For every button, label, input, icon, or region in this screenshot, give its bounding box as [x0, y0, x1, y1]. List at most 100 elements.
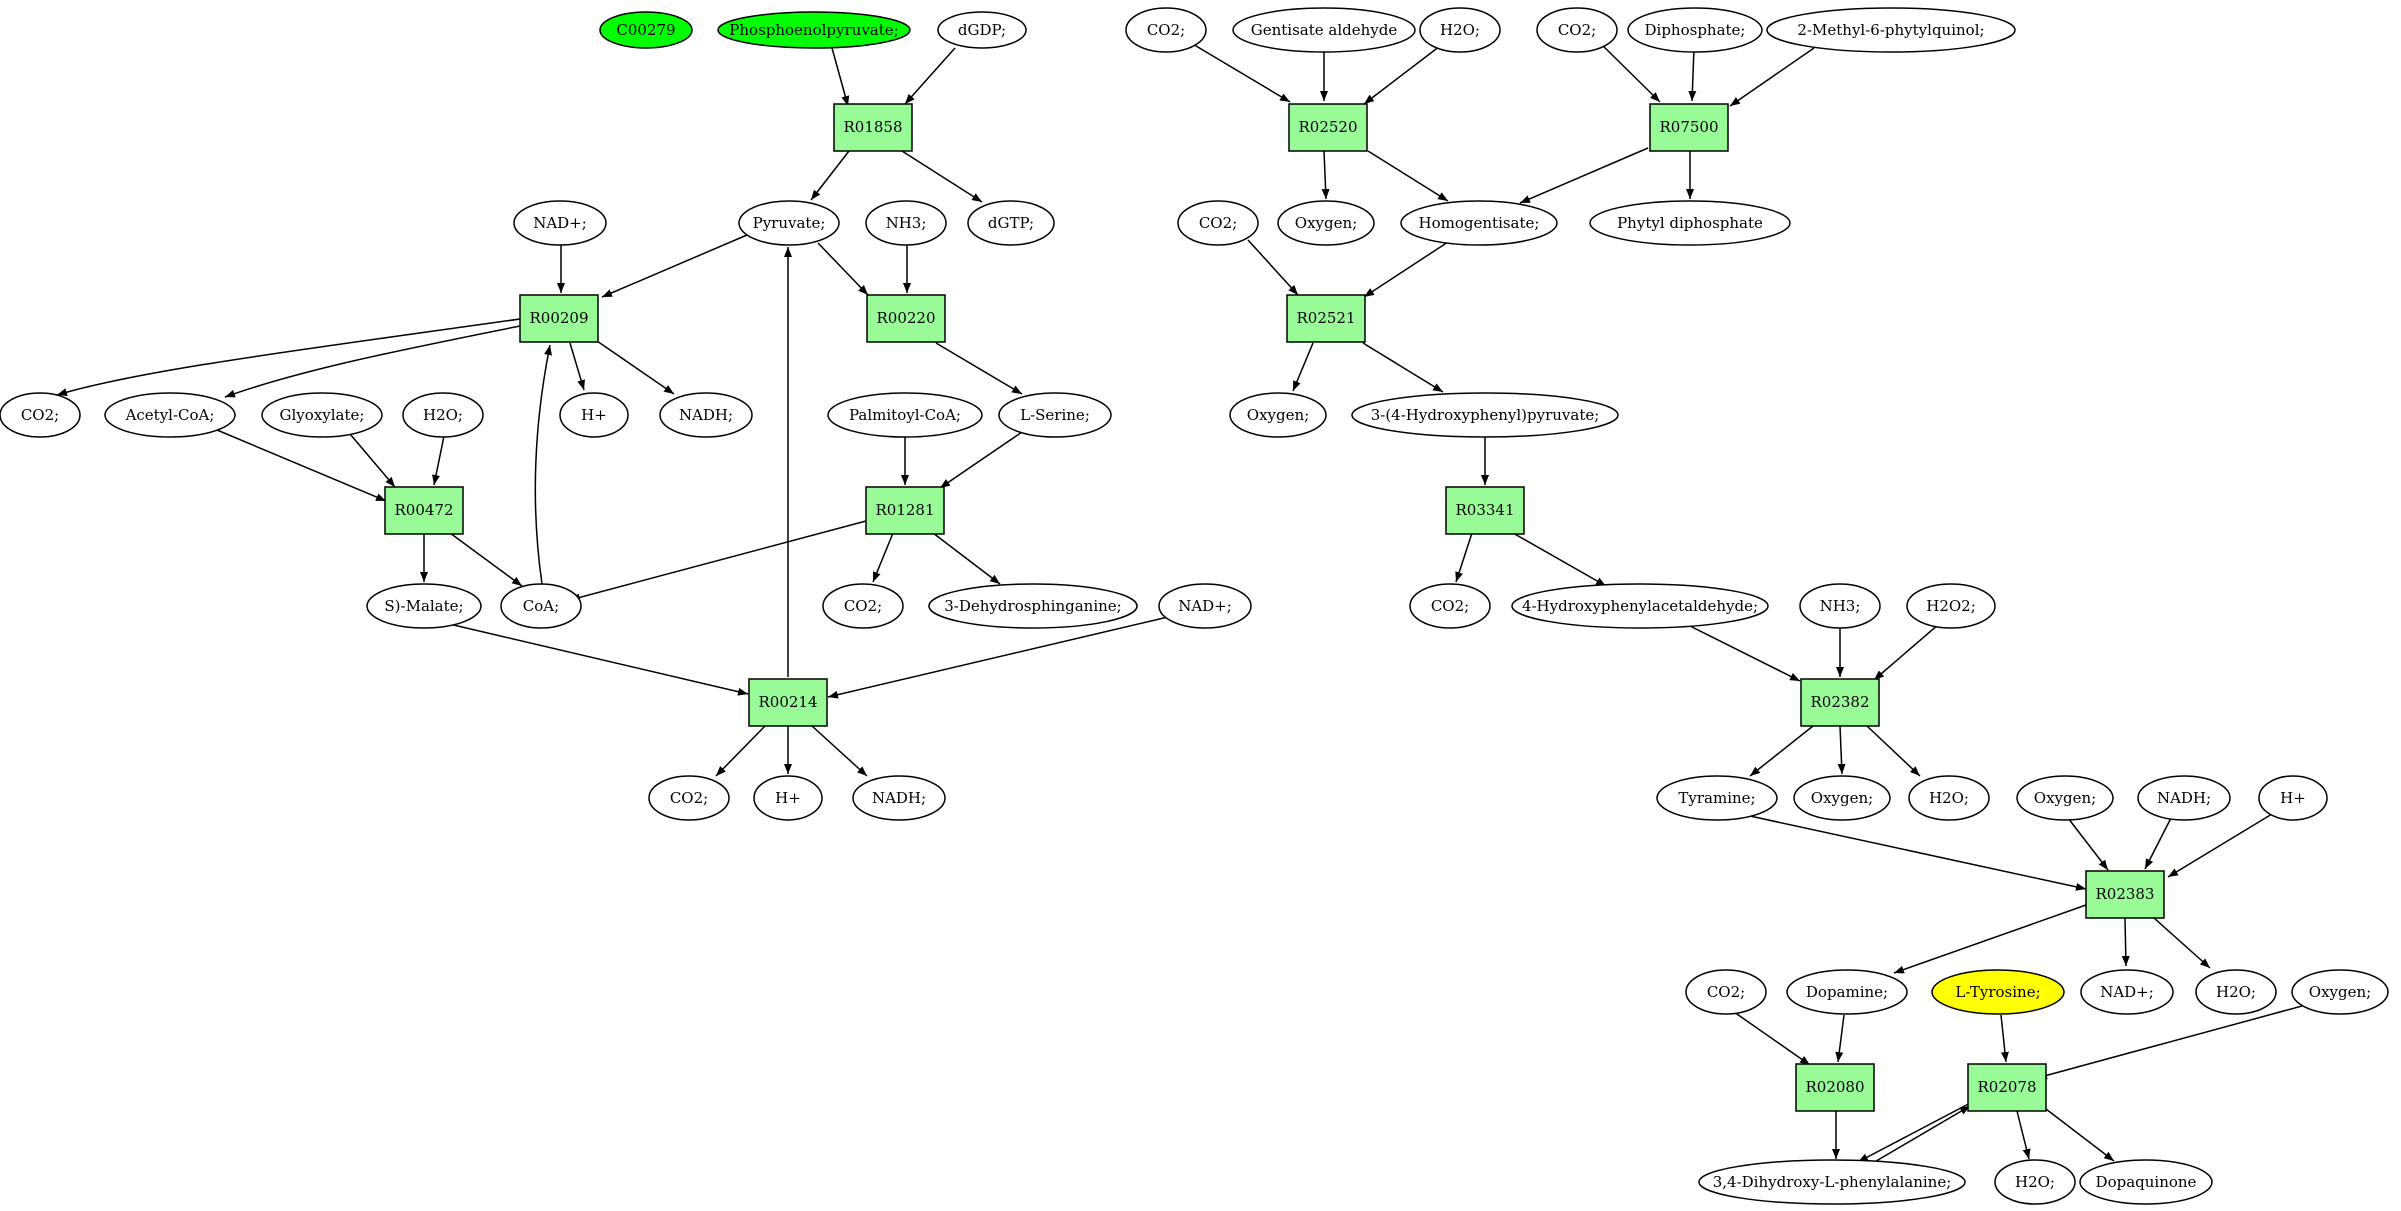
reaction-node[interactable]: R02382: [1800, 678, 1880, 727]
edge-r07500-homogentisate: [1519, 147, 1649, 204]
compound-node[interactable]: H2O2;: [1906, 583, 1996, 629]
compound-node[interactable]: Gentisate aldehyde: [1232, 7, 1416, 53]
compound-ellipse: [1351, 392, 1619, 438]
compound-node[interactable]: NAD+;: [1158, 583, 1252, 629]
compound-node[interactable]: dGDP;: [937, 11, 1027, 49]
compound-node[interactable]: NH3;: [865, 200, 947, 246]
compound-node[interactable]: Tyramine;: [1656, 775, 1778, 821]
compound-node[interactable]: CO2;: [822, 583, 904, 629]
reaction-node[interactable]: R00220: [866, 294, 946, 343]
compound-node[interactable]: CoA;: [500, 583, 582, 629]
compound-ellipse: [1511, 583, 1769, 629]
compound-node[interactable]: Dopaquinone: [2079, 1159, 2213, 1205]
reaction-node[interactable]: R01858: [833, 103, 913, 152]
compound-node[interactable]: Oxygen;: [2016, 775, 2114, 821]
compound-label: Palmitoyl-CoA;: [849, 406, 961, 424]
reaction-node[interactable]: R02520: [1288, 103, 1368, 152]
compound-node[interactable]: CO2;: [1125, 7, 1207, 53]
compound-ellipse: [402, 392, 484, 438]
compound-node[interactable]: Acetyl-CoA;: [104, 392, 236, 438]
compound-node[interactable]: Glyoxylate;: [261, 392, 383, 438]
edge-r02382-h2o: [1866, 725, 1921, 777]
compound-node[interactable]: L-Serine;: [998, 392, 1112, 438]
compound-node[interactable]: Pyruvate;: [738, 200, 840, 246]
compound-node[interactable]: H+: [2258, 775, 2328, 821]
reaction-node[interactable]: R01281: [865, 486, 945, 535]
compound-node[interactable]: Dopamine;: [1786, 969, 1908, 1015]
compound-label: NADH;: [679, 406, 733, 424]
compound-node[interactable]: CO2;: [1177, 200, 1259, 246]
compound-node[interactable]: CO2;: [0, 392, 81, 438]
reaction-node[interactable]: R02521: [1286, 294, 1366, 343]
reaction-node[interactable]: R02078: [1967, 1063, 2047, 1112]
reaction-node[interactable]: R02383: [2085, 870, 2165, 919]
reaction-node[interactable]: R00472: [384, 486, 464, 535]
reaction-node[interactable]: R00209: [519, 294, 599, 343]
compound-node[interactable]: CO2;: [1536, 7, 1618, 53]
compound-node[interactable]: H+: [559, 392, 629, 438]
compound-node[interactable]: Diphosphate;: [1627, 7, 1763, 53]
compound-ellipse: [1419, 7, 1501, 53]
edge-r00209-acetylcoa: [224, 325, 521, 398]
compound-node[interactable]: Oxygen;: [1793, 775, 1891, 821]
compound-node[interactable]: Phosphoenolpyruvate;: [717, 11, 911, 49]
reaction-box: [1649, 103, 1729, 152]
compound-node[interactable]: 3-(4-Hydroxyphenyl)pyruvate;: [1351, 392, 1619, 438]
compound-node[interactable]: C00279: [599, 11, 693, 49]
compound-node[interactable]: L-Tyrosine;: [1931, 969, 2065, 1015]
reaction-label: R00209: [529, 309, 588, 327]
compound-node[interactable]: H2O;: [402, 392, 484, 438]
reaction-node[interactable]: R07500: [1649, 103, 1729, 152]
compound-node[interactable]: 4-Hydroxyphenylacetaldehyde;: [1511, 583, 1769, 629]
compound-node[interactable]: S)-Malate;: [366, 583, 482, 629]
compound-node[interactable]: Oxygen;: [2291, 969, 2389, 1015]
compound-node[interactable]: Oxygen;: [1277, 200, 1375, 246]
compound-node[interactable]: H2O;: [1994, 1159, 2076, 1205]
compound-node[interactable]: NAD+;: [2080, 969, 2174, 1015]
compound-node[interactable]: 3-Dehydrosphinganine;: [928, 583, 1138, 629]
compound-node[interactable]: CO2;: [1685, 969, 1767, 1015]
compound-node[interactable]: Phytyl diphosphate: [1589, 200, 1791, 246]
compound-ellipse: [753, 775, 823, 821]
compound-label: Oxygen;: [1295, 214, 1357, 232]
compound-node[interactable]: CO2;: [1409, 583, 1491, 629]
reaction-node[interactable]: R00214: [748, 678, 828, 727]
compound-node[interactable]: H2O;: [2195, 969, 2277, 1015]
compound-node[interactable]: NAD+;: [513, 200, 607, 246]
reaction-node[interactable]: R02080: [1795, 1063, 1875, 1112]
compound-ellipse: [2258, 775, 2328, 821]
compound-node[interactable]: NADH;: [852, 775, 946, 821]
compound-node[interactable]: H2O;: [1419, 7, 1501, 53]
edge-r00209-hplus: [569, 342, 585, 391]
compound-label: Homogentisate;: [1419, 214, 1540, 232]
edge-r02383-h2o: [2153, 917, 2211, 969]
compound-node[interactable]: CO2;: [648, 775, 730, 821]
compound-node[interactable]: 2-Methyl-6-phytylquinol;: [1766, 7, 2016, 53]
compound-node[interactable]: 3,4-Dihydroxy-L-phenylalanine;: [1698, 1159, 1966, 1205]
edge-r02382-tyramine: [1749, 725, 1814, 777]
compound-node[interactable]: NADH;: [659, 392, 753, 438]
compound-node[interactable]: Palmitoyl-CoA;: [827, 392, 983, 438]
edge-h2o2-r02382: [1873, 623, 1940, 681]
edge-oxygen-r02383: [2067, 817, 2109, 871]
reaction-box: [1286, 294, 1366, 343]
compound-nodes: C00279 Phosphoenolpyruvate; dGDP; NAD+; …: [0, 7, 2389, 1205]
compound-node[interactable]: NADH;: [2137, 775, 2231, 821]
compound-ellipse: [0, 392, 81, 438]
compound-node[interactable]: H+: [753, 775, 823, 821]
compound-label: NADH;: [872, 789, 926, 807]
reaction-node[interactable]: R03341: [1445, 486, 1525, 535]
compound-label: Dopamine;: [1806, 983, 1888, 1001]
compound-ellipse: [1177, 200, 1259, 246]
edge-hpa-r02382: [1689, 625, 1801, 682]
compound-node[interactable]: dGTP;: [967, 200, 1055, 246]
compound-ellipse: [599, 11, 693, 49]
compound-node[interactable]: Homogentisate;: [1400, 200, 1558, 246]
compound-node[interactable]: NH3;: [1799, 583, 1881, 629]
compound-ellipse: [1400, 200, 1558, 246]
compound-label: H+: [581, 406, 607, 424]
reaction-label: R02521: [1296, 309, 1355, 327]
compound-ellipse: [2080, 969, 2174, 1015]
compound-node[interactable]: Oxygen;: [1229, 392, 1327, 438]
compound-node[interactable]: H2O;: [1908, 775, 1990, 821]
